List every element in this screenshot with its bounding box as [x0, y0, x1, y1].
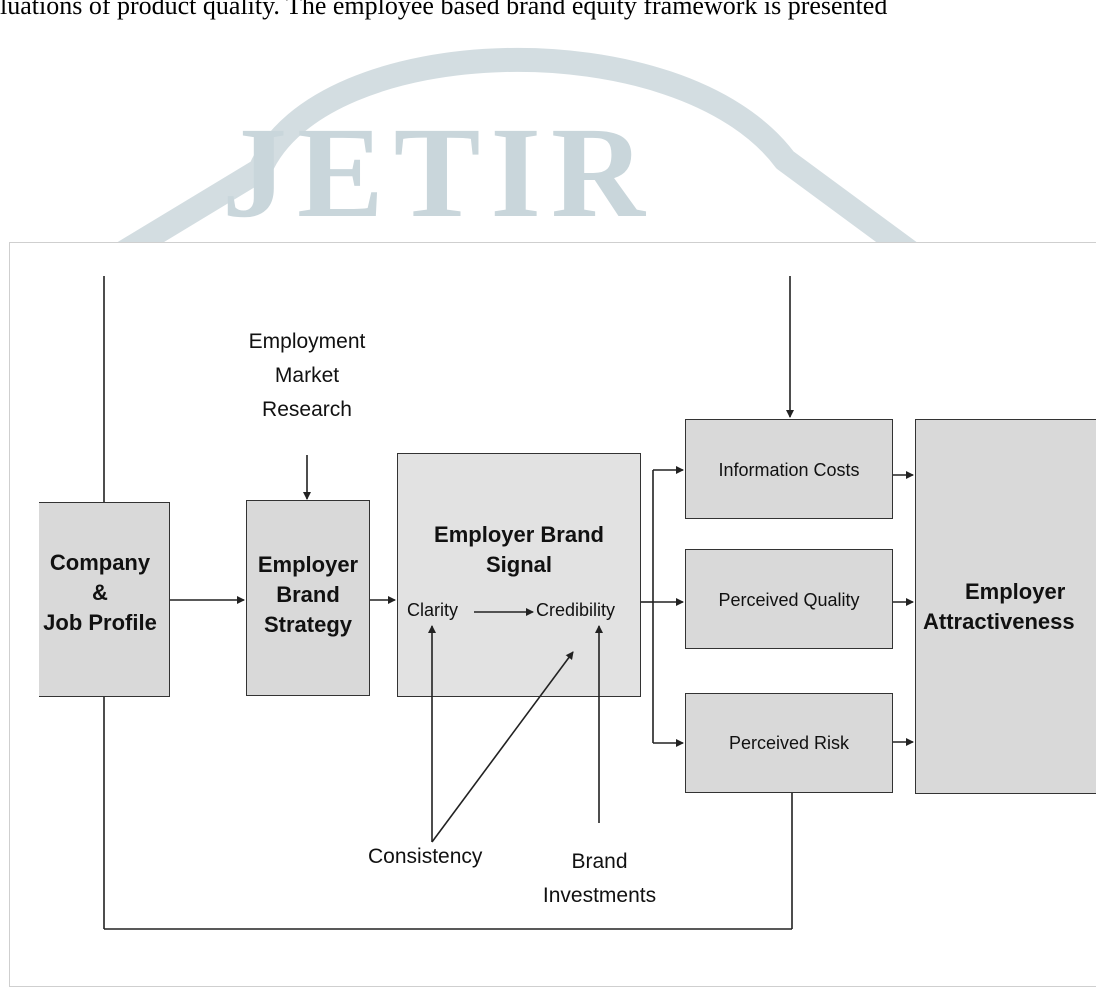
consistency-label: Consistency	[368, 845, 483, 868]
watermark-badge-outline	[38, 47, 983, 311]
brand-strategy-box	[246, 500, 370, 696]
perceived-quality-label: Perceived Quality	[718, 590, 860, 610]
perceived-risk-label: Perceived Risk	[728, 733, 850, 753]
perceived-quality-box	[685, 549, 893, 649]
information-costs-box	[685, 419, 893, 519]
credibility-label: Credibility	[536, 600, 616, 620]
information-costs-label: Information Costs	[718, 460, 860, 480]
document-text-line: luations of product quality. The employe…	[0, 0, 888, 20]
clarity-label: Clarity	[407, 600, 459, 620]
watermark-text: JETIR	[222, 101, 655, 245]
company-profile-label: Company & Job Profile	[43, 550, 157, 635]
brand-signal-label: Employer Brand Signal	[434, 522, 604, 577]
perceived-risk-box	[685, 693, 893, 793]
company-profile-box	[39, 502, 170, 697]
brand-strategy-label: Employer Brand Strategy	[257, 552, 359, 637]
consistency-to-credibility-arrow	[431, 651, 574, 843]
brand-investments-label: Brand Investments	[542, 850, 657, 907]
attractiveness-label: Employer Attractiveness	[923, 579, 1075, 634]
employment-research-label: Employment Market Research	[248, 330, 366, 421]
attractiveness-box	[915, 419, 1096, 794]
jetir-watermark: JETIR	[0, 0, 1096, 311]
brand-signal-box	[397, 453, 641, 697]
